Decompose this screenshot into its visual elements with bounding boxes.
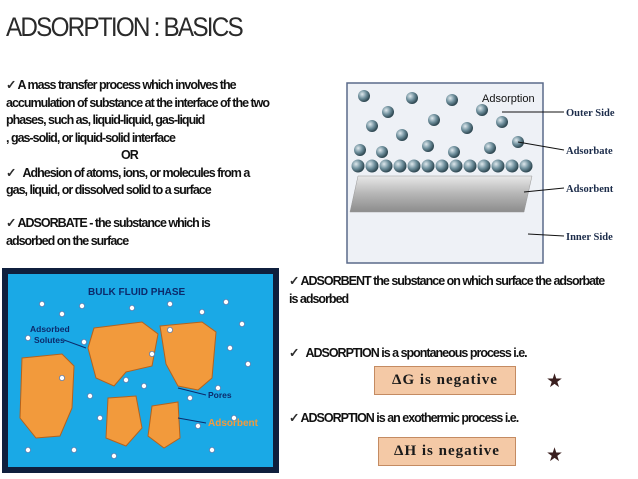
- checkmark-icon: ✓: [289, 274, 300, 288]
- bulk-fluid-diagram-graphic: BULK FLUID PHASE Adsorbed Solutes Pores …: [2, 268, 279, 473]
- adsorbent-definition: ✓ADSORBENT the substance on which surfac…: [289, 274, 605, 306]
- checkmark-icon: ✓: [6, 216, 17, 230]
- checkmark-icon: ✓: [289, 346, 300, 360]
- checkmark-icon: ✓: [6, 78, 17, 92]
- bulk-fluid-label: BULK FLUID PHASE: [88, 287, 186, 298]
- label-adsorbent: Adsorbent: [566, 184, 614, 195]
- label-inner-side: Inner Side: [566, 232, 613, 243]
- exothermic-statement: ✓ADSORPTION is an exothermic process i.e…: [289, 411, 519, 425]
- diagram-title: Adsorption: [482, 93, 535, 105]
- delta-g-badge: ΔG is negative: [374, 366, 516, 395]
- adsorbed-solutes-label-2: Solutes: [34, 335, 65, 345]
- star-icon: ★: [546, 445, 564, 466]
- definition-alt-line: ✓ Adhesion of atoms, ions, or molecules …: [6, 165, 250, 180]
- label-outer-side: Outer Side: [566, 108, 615, 119]
- adsorbent-label: Adsorbent: [208, 418, 259, 429]
- checkmark-icon: ✓: [289, 411, 300, 425]
- bulk-fluid-diagram: BULK FLUID PHASE Adsorbed Solutes Pores …: [2, 268, 279, 473]
- pores-label: Pores: [208, 390, 232, 400]
- definition-alt-line: gas, liquid, or dissolved solid to a sur…: [6, 183, 212, 197]
- adsorbate-term: ADSORBATE: [17, 216, 87, 230]
- adsorbate-definition: ✓ADSORBATE - the substance which is adso…: [6, 216, 211, 248]
- page-title: ADSORPTION : BASICS: [6, 12, 244, 42]
- adsorbed-solutes-label: Adsorbed: [30, 324, 70, 334]
- definition-block: ✓A mass transfer process which involves …: [6, 77, 306, 200]
- adsorption-diagram-graphic: Adsorption Outer Side Adsorbate Adsorben…: [346, 82, 615, 264]
- definition-line: accumulation of substance at the interfa…: [6, 95, 270, 110]
- spontaneous-statement: ✓ ADSORPTION is a spontaneous process i.…: [289, 346, 528, 360]
- label-adsorbate: Adsorbate: [566, 146, 613, 157]
- star-icon: ★: [546, 371, 564, 392]
- checkmark-icon: ✓: [6, 165, 17, 180]
- adsorption-diagram: Adsorption Outer Side Adsorbate Adsorben…: [342, 80, 635, 270]
- definition-line: ✓A mass transfer process which involves …: [6, 78, 237, 92]
- delta-h-badge: ΔH is negative: [378, 437, 516, 466]
- or-label: OR: [121, 148, 139, 162]
- definition-line: phases, such as, liquid-liquid, gas-liqu…: [6, 113, 205, 127]
- definition-line: , gas-solid, or liquid-solid interface: [6, 130, 176, 145]
